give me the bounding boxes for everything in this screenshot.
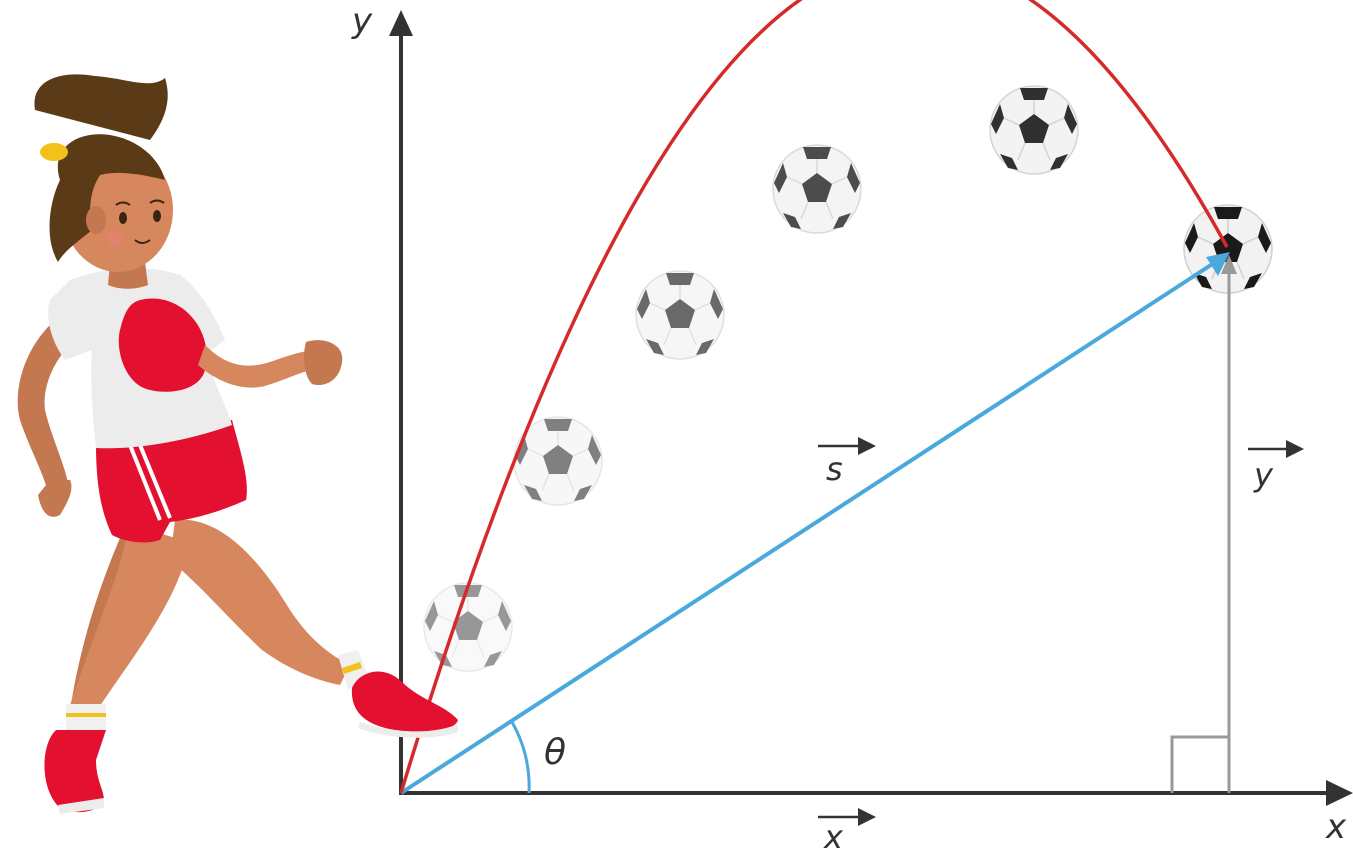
x-axis xyxy=(399,780,1353,806)
soccer-ball-3 xyxy=(635,270,725,360)
girl-kicking-illustration xyxy=(17,74,458,814)
trajectory-curve xyxy=(399,0,1229,794)
y-axis xyxy=(389,10,413,795)
displacement-vector xyxy=(399,252,1230,795)
y-axis-label: y xyxy=(351,1,373,41)
horizontal-component-label-text: x xyxy=(823,818,844,851)
vertical-component-label: y xyxy=(1248,440,1304,494)
soccer-ball-1 xyxy=(423,582,513,672)
soccer-ball-5 xyxy=(989,85,1079,175)
right-angle-marker xyxy=(1170,735,1228,793)
vertical-component-line xyxy=(1221,255,1237,793)
displacement-label: s xyxy=(818,437,876,488)
vertical-component-label-text: y xyxy=(1253,456,1274,494)
soccer-ball-4 xyxy=(772,144,862,234)
angle-arc xyxy=(510,721,531,794)
displacement-label-text: s xyxy=(826,450,843,488)
x-axis-label: x xyxy=(1325,807,1347,847)
angle-label: θ xyxy=(544,732,566,773)
horizontal-component-label: x xyxy=(818,808,876,851)
